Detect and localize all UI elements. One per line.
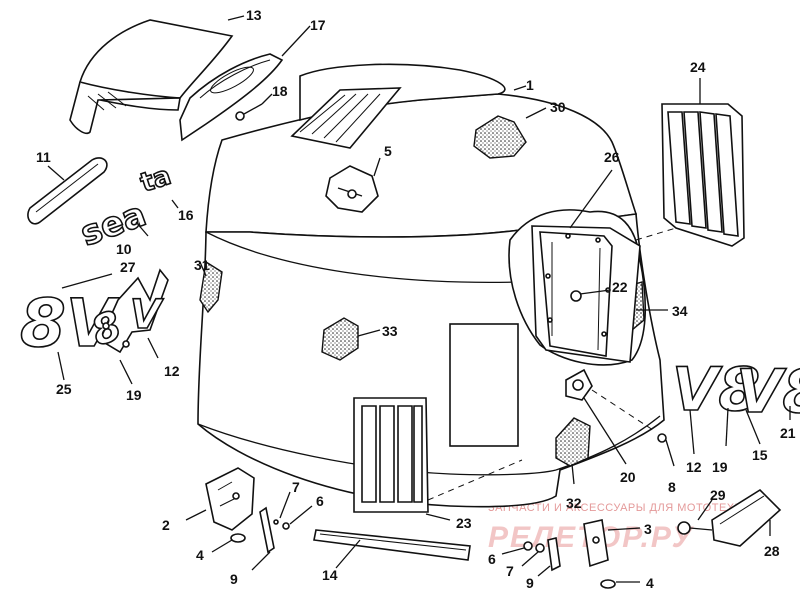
part-13-top-cover: [69, 19, 234, 135]
part-26-side-plate: [531, 225, 641, 363]
part-5-latch: [325, 165, 379, 213]
part-18-screw: [235, 103, 263, 121]
part-20-grommet: [565, 368, 593, 401]
part-11-trim-strip: [27, 157, 108, 225]
decal-ta-text: ta: [137, 161, 175, 199]
callout-1: 1: [526, 77, 534, 93]
callout-13: 13: [246, 7, 262, 23]
watermark-caption: ЗАПЧАСТИ И АКСЕССУАРЫ ДЛЯ МОТОТЕХНИКИ: [488, 502, 767, 514]
callout-26: 26: [604, 149, 620, 165]
callout-7-left: 7: [292, 479, 300, 495]
callout-5: 5: [384, 143, 392, 159]
callout-7-right: 7: [506, 563, 514, 579]
callout-6-right: 6: [488, 551, 496, 567]
callout-27: 27: [120, 259, 136, 275]
part-33-decal-patch: [321, 317, 359, 361]
decal-sea: sea: [75, 193, 153, 255]
decal-v8-right-outline-text: V8: [736, 357, 800, 427]
callout-12-left: 12: [164, 363, 180, 379]
leader-lines: [47, 15, 791, 583]
part-29-fitting: [677, 521, 713, 535]
callout-15: 15: [752, 447, 768, 463]
part-32-decal-patch: [555, 417, 591, 467]
part-30-decal-patch: [473, 115, 527, 159]
callout-9-left: 9: [230, 571, 238, 587]
callout-34: 34: [672, 303, 688, 319]
decal-v8-right-badge: V8: [671, 354, 761, 426]
part-4-cap-right: [600, 579, 616, 589]
callout-18: 18: [272, 83, 288, 99]
part-28-hose-end: [711, 488, 782, 547]
callout-17: 17: [310, 17, 326, 33]
callout-23: 23: [456, 515, 472, 531]
part-23-front-grille: [353, 397, 429, 513]
part-17-air-scoop: [179, 53, 284, 142]
callout-2: 2: [162, 517, 170, 533]
part-7-clip-right: [535, 543, 545, 553]
svg-text:V: V: [130, 292, 164, 338]
part-8-screw: [657, 433, 675, 467]
part-22-bolt: [570, 289, 611, 302]
part-7-clip-left: [273, 519, 279, 525]
callout-24: 24: [690, 59, 706, 75]
callout-10: 10: [116, 241, 132, 257]
callout-25: 25: [56, 381, 72, 397]
callout-28: 28: [764, 543, 780, 559]
part-3-bracket: [583, 519, 609, 568]
callout-33: 33: [382, 323, 398, 339]
callout-32: 32: [566, 495, 582, 511]
callout-8: 8: [668, 479, 676, 495]
callout-30: 30: [550, 99, 566, 115]
callout-3: 3: [644, 521, 652, 537]
decal-8v-badge: 8 V: [85, 268, 169, 356]
callout-4-left: 4: [196, 547, 204, 563]
decal-ta: ta: [136, 160, 175, 199]
part-14-strip: [313, 529, 471, 561]
part-6-washer-right: [523, 541, 533, 551]
callout-14: 14: [322, 567, 338, 583]
callout-20: 20: [620, 469, 636, 485]
decal-v8-right-badge-text: V8: [672, 355, 760, 425]
callout-4-right: 4: [646, 575, 654, 591]
callout-numbers: 1 2 3 4 4 5 6 6 7 7 8 9 9 10 11 12 12 13…: [36, 7, 796, 591]
decal-v8-right-outline: V8: [735, 356, 800, 428]
callout-12-right: 12: [686, 459, 702, 475]
part-6-washer-left: [282, 522, 290, 530]
decal-sea-text: sea: [75, 194, 151, 254]
callout-21: 21: [780, 425, 796, 441]
part-2-bracket: [205, 467, 255, 531]
callout-22: 22: [612, 279, 628, 295]
callout-16: 16: [178, 207, 194, 223]
part-4-cap-left: [230, 533, 246, 543]
part-9-link-right: [547, 537, 561, 572]
part-9-link-left: [259, 506, 275, 554]
callout-19-left: 19: [126, 387, 142, 403]
callout-11: 11: [36, 149, 51, 165]
callout-29: 29: [710, 487, 726, 503]
part-24-grille: [661, 103, 745, 247]
callout-19-right: 19: [712, 459, 728, 475]
callout-31: 31: [194, 257, 210, 273]
callout-9-right: 9: [526, 575, 534, 591]
callout-6-left: 6: [316, 493, 324, 509]
